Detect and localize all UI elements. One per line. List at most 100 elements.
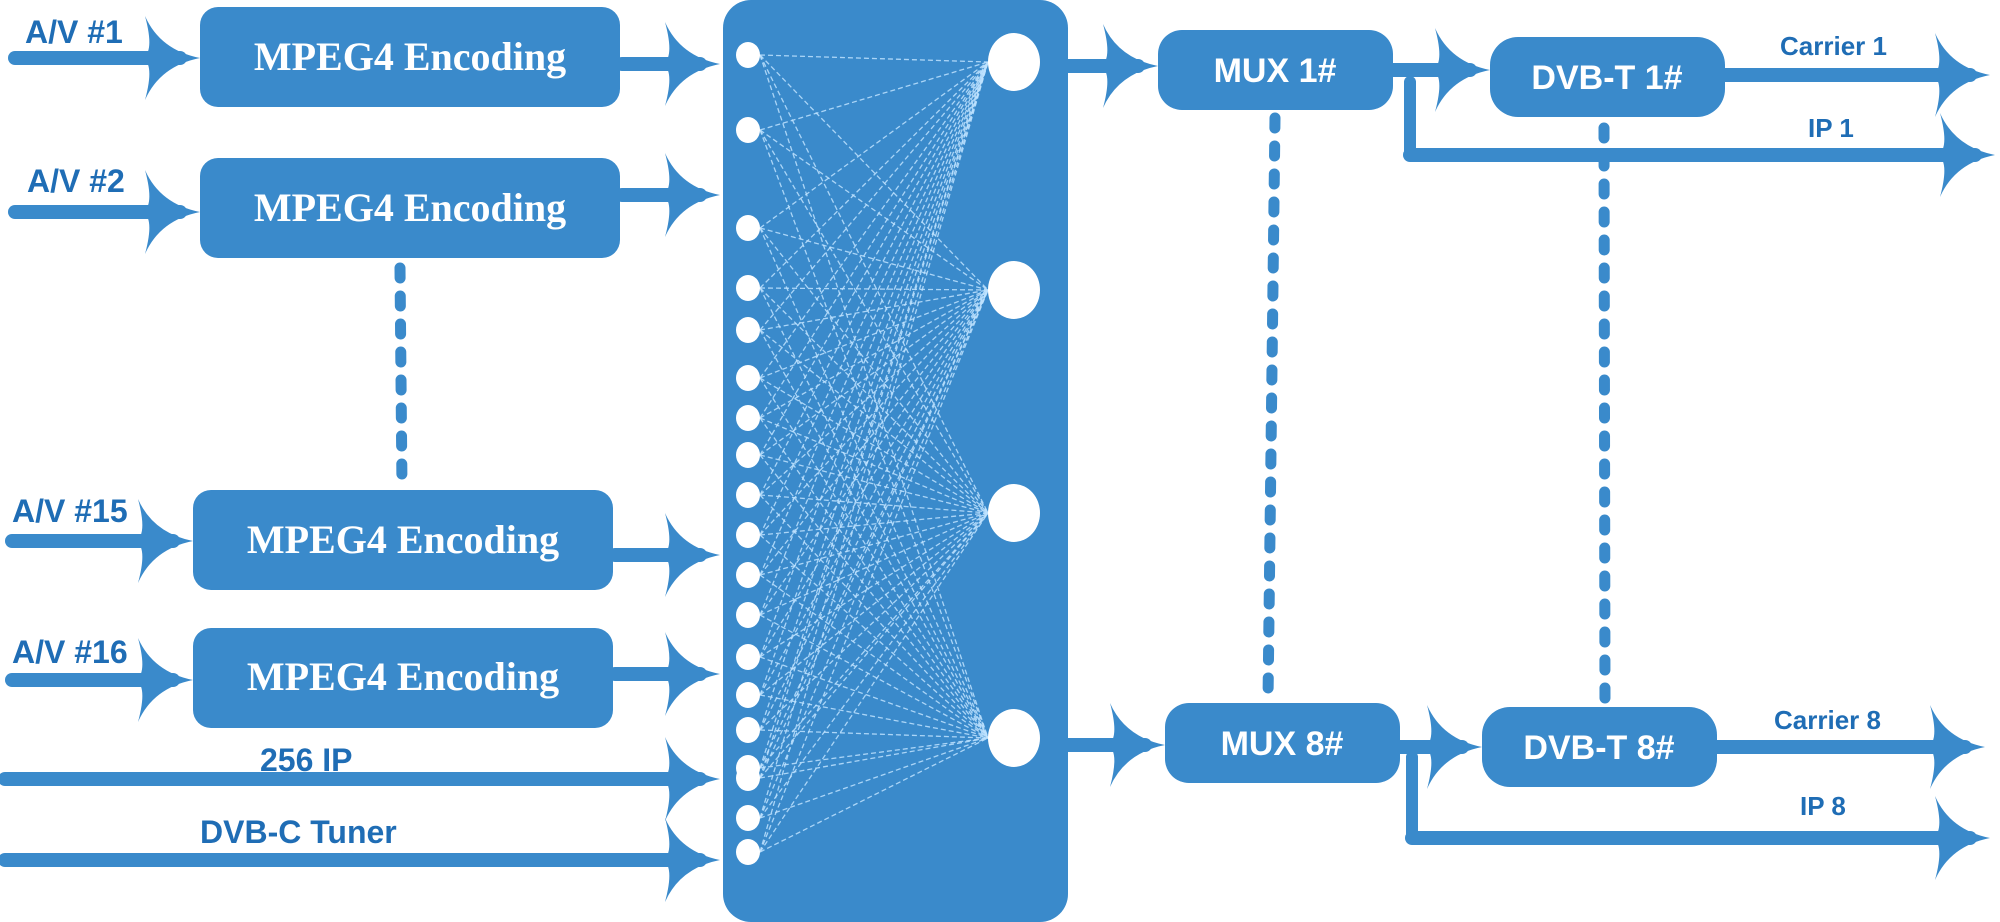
- mesh-link: [759, 61, 989, 331]
- arrowhead-icon: [1100, 24, 1158, 108]
- matrix-input-node: [736, 42, 760, 68]
- mux-block-8[interactable]: MUX 8#: [1165, 703, 1400, 783]
- arrowhead-icon: [135, 499, 193, 583]
- mesh-link: [759, 494, 989, 514]
- mesh-link: [759, 329, 989, 514]
- arrowhead-icon: [662, 737, 720, 821]
- mesh-link: [759, 512, 989, 658]
- encoder-block-16[interactable]: MPEG4 Encoding: [193, 628, 613, 728]
- mesh-link: [759, 289, 989, 779]
- mesh-link: [759, 61, 989, 576]
- arrowhead-icon: [1107, 703, 1165, 787]
- mesh-link: [759, 129, 989, 739]
- encoder-block-2[interactable]: MPEG4 Encoding: [200, 158, 620, 258]
- input-label-av1: A/V #1: [25, 14, 123, 50]
- input-label-av2: A/V #2: [27, 163, 125, 199]
- mesh-link: [759, 61, 989, 456]
- ellipsis-connectors: [394, 112, 1611, 711]
- arrows-layer: [0, 16, 1995, 902]
- mesh-link: [759, 289, 989, 731]
- dvbt-block-8[interactable]: DVB-T 8#: [1482, 707, 1717, 787]
- matrix-input-node: [736, 365, 760, 391]
- mesh-link: [759, 289, 989, 696]
- mesh-link: [759, 454, 989, 739]
- mesh-link: [759, 61, 989, 379]
- arrowhead-icon: [142, 16, 200, 100]
- mesh-link: [759, 512, 989, 616]
- arrowhead-icon: [1927, 705, 1985, 789]
- ip-branch-8: [1405, 751, 1990, 880]
- mesh-link: [759, 534, 989, 739]
- input-arrow-av15: [5, 499, 193, 583]
- arrowhead-icon: [135, 638, 193, 722]
- arrowhead-icon: [662, 632, 720, 716]
- matrix-input-node: [736, 442, 760, 468]
- mesh-link: [759, 289, 989, 658]
- encoder-label: MPEG4 Encoding: [254, 34, 566, 79]
- mesh-link: [759, 289, 989, 616]
- encoder-block-15[interactable]: MPEG4 Encoding: [193, 490, 613, 590]
- ip-branch-1: [1403, 76, 1995, 197]
- encoder-arrow-1: [615, 22, 720, 106]
- matrix-output-nodes: [988, 33, 1040, 767]
- mesh-link: [759, 289, 989, 456]
- mesh-link: [759, 54, 989, 291]
- dvbt-label: DVB-T 8#: [1523, 729, 1674, 767]
- mesh-link: [759, 61, 989, 696]
- mesh-link: [759, 61, 989, 289]
- mesh-link: [759, 129, 989, 514]
- matrix-input-node: [736, 805, 760, 831]
- input-label-av16: A/V #16: [12, 634, 128, 670]
- switch-matrix: [723, 0, 1068, 922]
- mesh-link: [759, 287, 989, 514]
- matrix-input-node: [736, 522, 760, 548]
- arrowhead-icon: [662, 818, 720, 902]
- mesh-link: [759, 737, 989, 769]
- encoder-arrow-2: [615, 153, 720, 237]
- matrix-output-node: [988, 33, 1040, 91]
- matrix-input-node: [736, 717, 760, 743]
- matrix-arrow-mux1: [1053, 24, 1158, 108]
- output-label-ip8: IP 8: [1800, 791, 1846, 821]
- arrowhead-icon: [662, 153, 720, 237]
- mux-block-1[interactable]: MUX 1#: [1158, 30, 1393, 110]
- matrix-input-node: [736, 317, 760, 343]
- mesh-link: [759, 512, 989, 576]
- matrix-input-node: [736, 839, 760, 865]
- mesh-link: [759, 289, 989, 576]
- encoder-label: MPEG4 Encoding: [254, 185, 566, 230]
- input-arrow-256ip: [0, 737, 720, 821]
- matrix-input-node: [736, 765, 760, 791]
- mesh-link: [759, 454, 989, 514]
- output-label-carrier1: Carrier 1: [1780, 31, 1887, 61]
- mesh-link: [759, 61, 989, 229]
- mesh-link: [759, 656, 989, 739]
- output-label-carrier8: Carrier 8: [1774, 705, 1881, 735]
- matrix-arrow-mux8: [1055, 703, 1165, 787]
- mesh-link: [759, 377, 989, 739]
- matrix-input-node: [736, 117, 760, 143]
- mesh-link: [759, 377, 989, 514]
- mesh-link: [759, 61, 989, 658]
- mesh-link: [759, 289, 989, 379]
- mux-ellipsis-dots: [1262, 112, 1281, 706]
- mesh-link: [759, 289, 989, 419]
- arrowhead-icon: [142, 170, 200, 254]
- arrowhead-icon: [1932, 33, 1990, 117]
- mux-arrow-dvbt1: [1386, 28, 1490, 112]
- matrix-input-node: [736, 275, 760, 301]
- mesh-link: [759, 61, 989, 819]
- mesh-link: [759, 729, 989, 739]
- output-label-ip1: IP 1: [1808, 113, 1854, 143]
- carrier-arrow-8: [1710, 705, 1985, 789]
- matrix-input-node: [736, 644, 760, 670]
- matrix-input-node: [736, 682, 760, 708]
- matrix-input-node: [736, 602, 760, 628]
- encoder-block-1[interactable]: MPEG4 Encoding: [200, 7, 620, 107]
- arrowhead-icon: [662, 22, 720, 106]
- arrowhead-icon: [1937, 113, 1995, 197]
- dvbt-block-1[interactable]: DVB-T 1#: [1490, 37, 1725, 117]
- matrix-input-node: [736, 562, 760, 588]
- encoder-label: MPEG4 Encoding: [247, 654, 559, 699]
- mesh-link: [759, 512, 989, 779]
